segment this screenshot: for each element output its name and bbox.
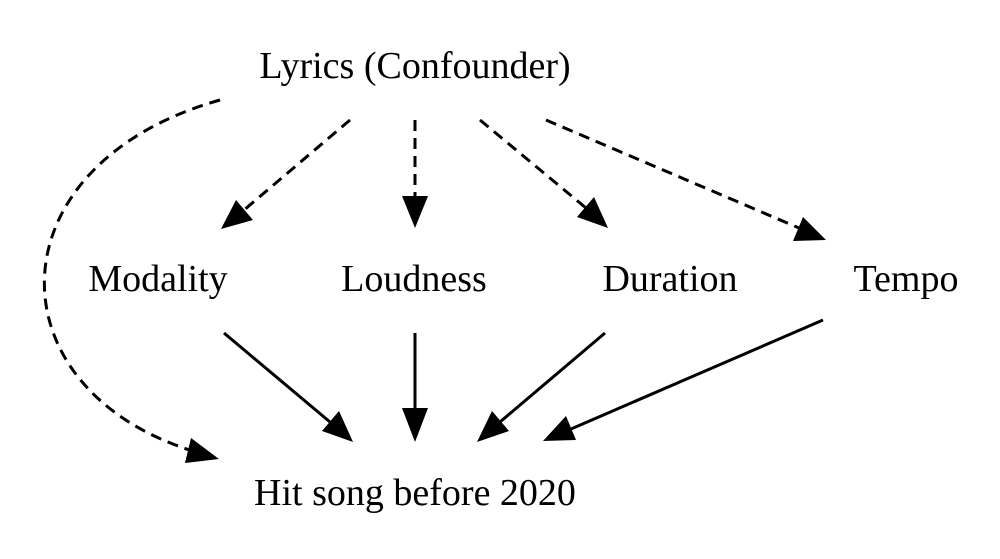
node-tempo-label: Tempo	[854, 258, 959, 300]
node-lyrics-label: Lyrics (Confounder)	[259, 45, 570, 87]
edge-duration-to-hit-song	[477, 331, 606, 442]
node-hit-song-label: Hit song before 2020	[254, 472, 576, 514]
edge-modality-to-hit-song	[223, 331, 353, 442]
node-duration-label: Duration	[602, 258, 737, 300]
edge-lyrics-to-hit-song	[42, 98, 221, 463]
edge-lyrics-to-tempo	[545, 118, 826, 241]
edge-tempo-to-hit-song	[543, 318, 824, 441]
node-loudness-label: Loudness	[341, 258, 487, 300]
node-modality-label: Modality	[88, 258, 227, 300]
edge-loudness-to-hit-song	[402, 333, 428, 442]
edge-lyrics-to-duration	[479, 118, 608, 228]
edge-lyrics-to-modality	[221, 118, 351, 229]
edge-lyrics-to-loudness	[402, 120, 428, 228]
